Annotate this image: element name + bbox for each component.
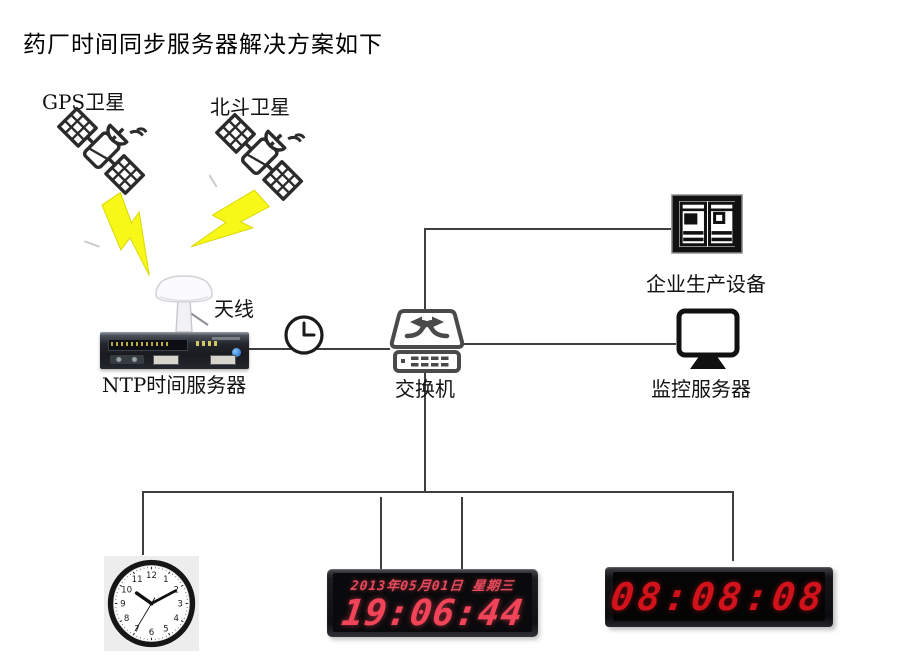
connector-drop-time-clock (732, 491, 734, 561)
led-time-text: 19:06:44 (338, 593, 527, 634)
connector-to-equipment (424, 228, 671, 230)
server-led-digits (196, 341, 220, 346)
clock-icon (284, 315, 324, 355)
analog-wall-clock: 121234567891011 (104, 556, 199, 651)
connector-drop-calendar-clock-2 (461, 497, 463, 569)
svg-text:9: 9 (120, 600, 126, 610)
led-time-only-text: 08:08:08 (608, 574, 830, 619)
production-equipment-label: 企业生产设备 (646, 272, 766, 296)
svg-text:7: 7 (134, 624, 140, 634)
server-model-text (212, 337, 240, 340)
production-equipment-icon (671, 194, 743, 254)
gps-antenna-icon (155, 275, 213, 333)
monitoring-server-label: 监控服务器 (651, 377, 751, 401)
connector-switch-up (424, 228, 426, 312)
svg-text:8: 8 (124, 614, 130, 624)
switch-label: 交换机 (395, 377, 455, 401)
svg-text:10: 10 (121, 585, 132, 595)
network-switch-icon (389, 309, 465, 373)
svg-text:5: 5 (163, 624, 169, 634)
svg-text:3: 3 (177, 600, 182, 610)
lightning-bolt-right-icon (190, 189, 271, 248)
led-time-clock: 08:08:08 (605, 567, 833, 627)
connector-server-switch (249, 348, 390, 350)
svg-text:11: 11 (132, 575, 143, 585)
ntp-server-label: NTP时间服务器 (102, 373, 247, 397)
analog-clock-face: 121234567891011 (107, 559, 196, 648)
led-calendar-clock: 2013年05月01日 星期三 19:06:44 (327, 569, 538, 637)
ntp-server-image (100, 332, 249, 369)
connector-bottom-bus (142, 491, 734, 493)
gps-satellite-icon (57, 106, 148, 195)
connector-switch-down (424, 370, 426, 492)
lightning-bolt-left-icon (101, 191, 150, 276)
monitoring-server-icon (676, 308, 740, 369)
svg-text:1: 1 (163, 575, 169, 585)
led-time-screen: 08:08:08 (609, 572, 829, 621)
beidou-satellite-label: 北斗卫星 (210, 95, 290, 119)
page-title: 药厂时间同步服务器解决方案如下 (23, 32, 383, 58)
beidou-satellite-icon (215, 112, 306, 201)
led-calendar-screen: 2013年05月01日 星期三 19:06:44 (333, 573, 532, 634)
antenna-label: 天线 (214, 297, 254, 321)
server-drive-slot (153, 355, 179, 365)
svg-text:6: 6 (149, 628, 155, 638)
led-date-text: 2013年05月01日 星期三 (349, 579, 515, 594)
server-connectors (110, 355, 144, 364)
server-display-dots (111, 342, 171, 346)
svg-text:12: 12 (146, 571, 157, 581)
server-brand-logo (232, 348, 241, 357)
server-drive-slot (210, 355, 236, 365)
connector-drop-analog-clock (142, 491, 144, 555)
gps-satellite-label: GPS卫星 (42, 90, 126, 114)
connector-drop-calendar-clock-1 (380, 497, 382, 569)
connector-switch-monitor (462, 343, 676, 345)
svg-text:4: 4 (174, 614, 180, 624)
